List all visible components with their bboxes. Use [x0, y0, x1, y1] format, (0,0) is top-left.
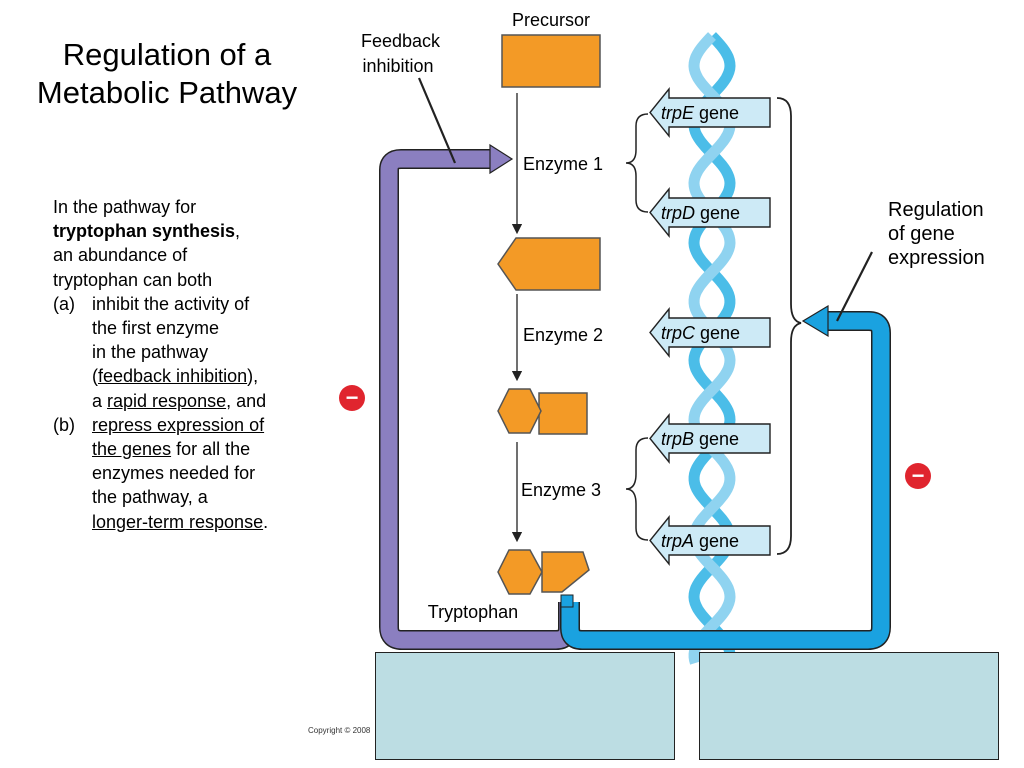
body-line: an abundance of: [53, 245, 188, 266]
body-text: a: [92, 390, 108, 411]
bold-term: tryptophan synthesis: [53, 221, 236, 242]
regulation-pointer-line: [836, 251, 873, 322]
punct: ),: [247, 366, 259, 387]
tryptophan-molecule: [497, 549, 590, 595]
svg-text:trpE gene: trpE gene: [661, 103, 739, 123]
title-line-1: Regulation of a: [62, 37, 272, 72]
gene-suffix: gene: [694, 531, 739, 551]
body-line: a rapid response, and: [53, 389, 333, 413]
all-genes-brace: [776, 97, 802, 555]
feedback-arrowhead: [489, 143, 514, 175]
punct: .: [263, 511, 269, 532]
inhibition-symbol-feedback: −: [339, 385, 365, 411]
svg-text:trpB gene: trpB gene: [661, 429, 739, 449]
intermediate-molecule-2: [497, 388, 588, 435]
title-line-2: Metabolic Pathway: [36, 75, 298, 110]
precursor-label: Precursor: [512, 10, 590, 30]
punct: (: [92, 366, 98, 387]
enzyme-1-brace: [625, 113, 649, 213]
body-line: In the pathway for: [53, 197, 197, 217]
enzyme-3-brace: [625, 437, 649, 541]
enzyme-3-label: Enzyme 3: [521, 480, 601, 500]
feedback-inhibition-label: Feedback inhibition: [361, 31, 445, 76]
body-line: longer-term response.: [53, 510, 333, 534]
body-line: the genes for all the: [53, 437, 333, 461]
gene-suffix: gene: [694, 429, 739, 449]
tryptophan-label: Tryptophan: [428, 602, 518, 622]
svg-text:trpA gene: trpA gene: [661, 531, 739, 551]
body-line-a: (a) inhibit the activity of: [53, 292, 333, 316]
item-label-a: (a): [53, 293, 75, 314]
explanation-text: In the pathway for tryptophan synthesis,…: [53, 195, 333, 534]
gene-trpD: trpD gene: [649, 187, 771, 238]
body-line: (feedback inhibition),: [53, 364, 333, 388]
underlined-term: the genes: [92, 439, 172, 460]
svg-text:trpD gene: trpD gene: [661, 203, 740, 223]
body-line: the first enzyme: [92, 318, 220, 339]
gene-suffix: gene: [695, 203, 740, 223]
svg-text:−: −: [346, 385, 359, 410]
gene-trpB: trpB gene: [649, 413, 771, 464]
tryptophan-stem: [560, 594, 574, 608]
enzyme-2-label: Enzyme 2: [523, 325, 603, 345]
gene-name: trpB: [661, 429, 694, 449]
body-line: the pathway, a: [92, 487, 208, 508]
underlined-term: longer-term response: [92, 511, 264, 532]
dna-strand: [688, 32, 736, 665]
caption-panel-right: [699, 652, 999, 760]
copyright-notice: Copyright © 2008: [308, 726, 371, 735]
feedback-pointer-line: [417, 77, 457, 164]
gene-suffix: gene: [694, 103, 739, 123]
gene-trpC: trpC gene: [649, 307, 771, 358]
dna-helix: [688, 32, 736, 665]
svg-text:−: −: [912, 463, 925, 488]
body-line: tryptophan can both: [53, 269, 213, 290]
svg-text:trpC gene: trpC gene: [661, 323, 740, 343]
punct: ,: [235, 221, 241, 242]
gene-name: trpE: [661, 103, 695, 123]
gene-suffix: gene: [695, 323, 740, 343]
precursor-molecule: [501, 34, 601, 88]
gene-trpE: trpE gene: [649, 87, 771, 138]
gene-name: trpC: [661, 323, 696, 343]
body-line: tryptophan synthesis,: [53, 219, 333, 243]
caption-panel-left: [375, 652, 675, 760]
underlined-term: repress expression of: [92, 414, 265, 435]
dna-strand: [688, 32, 736, 665]
body-line: in the pathway: [92, 342, 209, 363]
body-text: , and: [226, 390, 267, 411]
gene-name: trpA: [661, 531, 694, 551]
body-text: for all the: [171, 439, 251, 460]
regulation-arrowhead: [801, 304, 829, 338]
inhibition-symbol-repression: −: [905, 463, 931, 489]
intermediate-molecule-1: [497, 237, 601, 291]
body-line-b: (b) repress expression of: [53, 413, 333, 437]
body-text: inhibit the activity of: [92, 293, 250, 314]
regulation-label: Regulation of gene expression: [888, 199, 989, 269]
gene-name: trpD: [661, 203, 695, 223]
underlined-term: feedback inhibition: [98, 366, 248, 387]
gene-trpA: trpA gene: [649, 515, 771, 566]
item-label-b: (b): [53, 414, 75, 435]
underlined-term: rapid response: [107, 390, 227, 411]
body-line: enzymes needed for: [92, 463, 256, 484]
enzyme-1-label: Enzyme 1: [523, 154, 603, 174]
page-title: Regulation of a Metabolic Pathway: [8, 36, 326, 112]
